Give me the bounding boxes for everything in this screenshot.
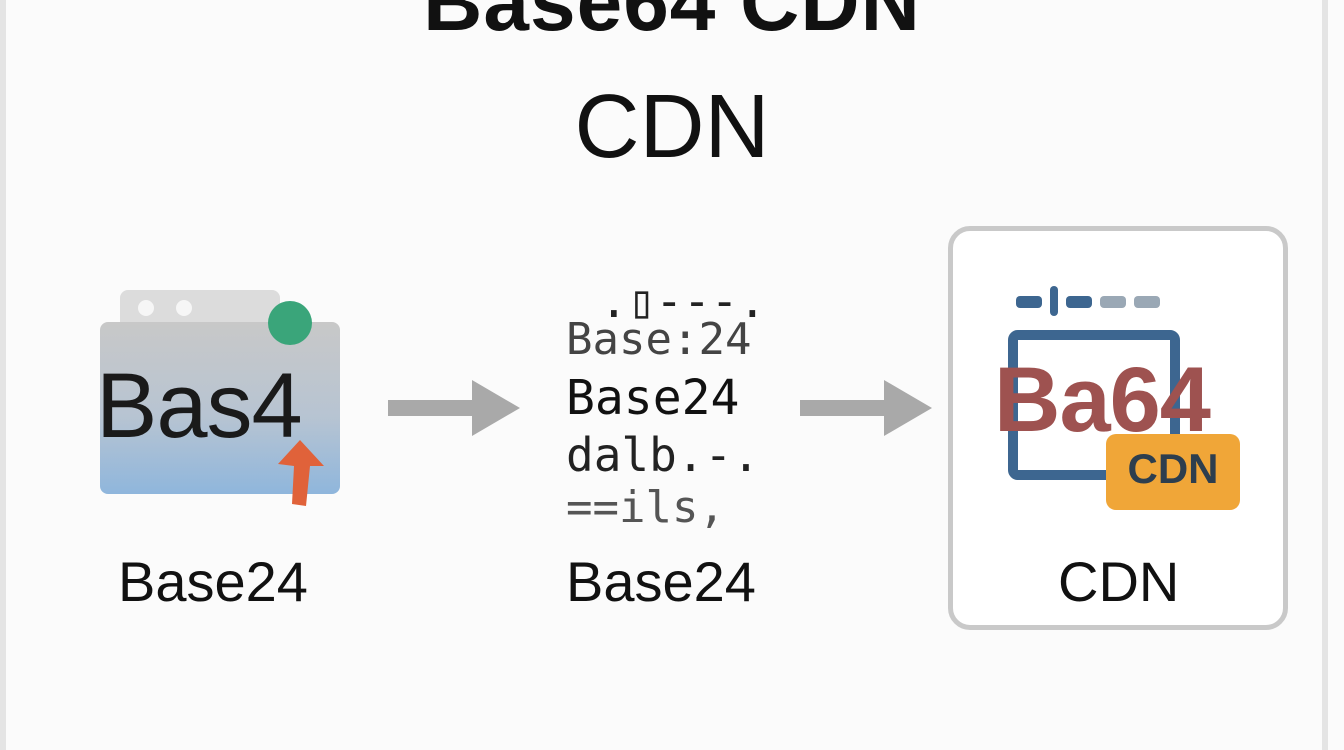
cdn-card <box>948 226 1288 630</box>
code-line: Base:24 <box>566 314 752 365</box>
window-dot-icon <box>176 300 192 316</box>
status-dot-icon <box>268 301 312 345</box>
middle-caption: Base24 <box>566 550 756 613</box>
right-caption: CDN <box>1058 550 1180 613</box>
cdn-badge-text: CDN <box>1127 445 1219 492</box>
cdn-badge <box>1106 434 1240 510</box>
code-line: Base24 <box>566 370 740 426</box>
diagram-title: Base64 CDN <box>423 0 921 48</box>
logo-bar <box>1134 296 1160 308</box>
file-icon-text: Bas4 <box>96 355 303 457</box>
upload-arrow-icon <box>278 440 324 506</box>
cdn-logo-text: Ba64 <box>994 349 1211 451</box>
window-dot-icon <box>138 300 154 316</box>
right-arrow-icon <box>388 380 520 436</box>
logo-bar <box>1066 296 1092 308</box>
left-caption: Base24 <box>118 550 308 613</box>
logo-bar <box>1050 286 1058 316</box>
code-line: .▯---. <box>600 274 767 328</box>
logo-frame <box>1008 330 1180 480</box>
code-line: ==ils, <box>566 482 725 533</box>
right-arrow-icon <box>800 380 932 436</box>
logo-bar <box>1016 296 1042 308</box>
logo-bar <box>1100 296 1126 308</box>
code-line: dalb.-. <box>566 428 760 482</box>
diagram-subtitle: CDN <box>574 77 770 177</box>
